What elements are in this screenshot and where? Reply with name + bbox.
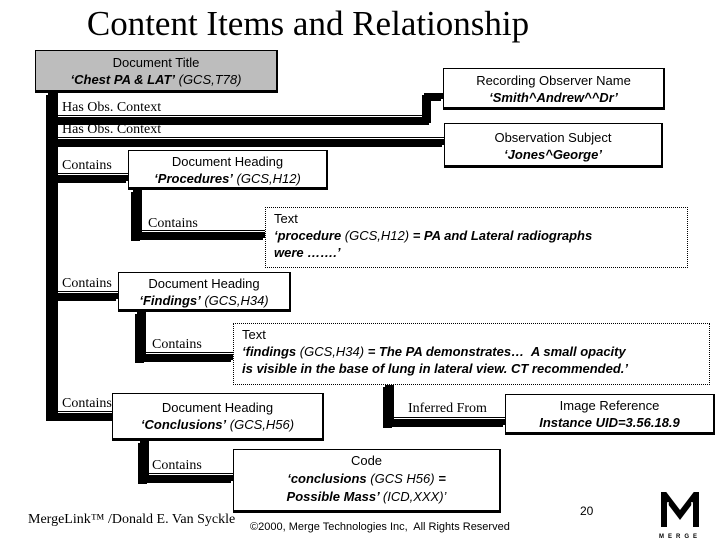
footer-author: MergeLink™ /Donald E. Van Syckle bbox=[28, 512, 236, 527]
page-number: 20 bbox=[580, 504, 594, 518]
riser-conclusions bbox=[140, 441, 149, 482]
connector-contains-1 bbox=[56, 175, 128, 181]
recording-observer-box: Recording Observer Name ‘Smith^Andrew^^D… bbox=[443, 68, 665, 110]
heading-conclusions-box: Document Heading ‘Conclusions’ (GCS,H56) bbox=[112, 393, 324, 441]
relationship-label-contains-4: Contains bbox=[152, 337, 202, 352]
merge-m-icon bbox=[661, 485, 699, 527]
relationship-underline bbox=[394, 417, 505, 418]
connector-contains-6 bbox=[140, 475, 233, 481]
observation-subject-heading: Observation Subject bbox=[494, 130, 612, 145]
riser-inferred-from bbox=[385, 385, 394, 426]
recording-observer-value: ‘Smith^Andrew^^Dr’ bbox=[489, 90, 618, 105]
relationship-label-has-obs-context-1: Has Obs. Context bbox=[62, 100, 162, 115]
image-reference-box: Image Reference Instance UID=3.56.18.9 bbox=[505, 394, 715, 435]
relationship-label-contains-5: Contains bbox=[62, 396, 112, 411]
tree-trunk-line bbox=[48, 93, 58, 419]
observation-subject-box: Observation Subject ‘Jones^George’ bbox=[444, 123, 663, 168]
code-conclusions-box: Code ‘conclusions (GCS H56) = Possible M… bbox=[233, 449, 501, 513]
connector-has-obs-context-1 bbox=[56, 117, 431, 123]
merge-logo-text: MERGE bbox=[658, 534, 701, 540]
heading-findings-heading: Document Heading bbox=[148, 276, 260, 291]
document-title-heading: Document Title bbox=[112, 55, 200, 70]
riser-procedures bbox=[133, 190, 142, 239]
relationship-label-has-obs-context-2: Has Obs. Context bbox=[62, 122, 162, 137]
connector-contains-4 bbox=[137, 354, 233, 360]
connector-contains-3 bbox=[56, 293, 118, 299]
page-title: Content Items and Relationship bbox=[86, 4, 530, 43]
riser-findings bbox=[137, 312, 146, 361]
text-procedure-heading: Text bbox=[274, 211, 298, 226]
text-findings-line2: is visible in the base of lung in latera… bbox=[242, 361, 629, 376]
heading-findings-value: ‘Findings’ (GCS,H34) bbox=[139, 293, 269, 308]
heading-conclusions-value: ‘Conclusions’ (GCS,H56) bbox=[140, 417, 295, 432]
document-title-box: Document Title ‘Chest PA & LAT’ (GCS,T78… bbox=[35, 50, 278, 93]
heading-findings-box: Document Heading ‘Findings’ (GCS,H34) bbox=[118, 272, 291, 312]
merge-logo: MERGE bbox=[656, 485, 704, 540]
code-line2: Possible Mass’ (ICD,XXX)’ bbox=[286, 489, 447, 504]
relationship-label-contains-1: Contains bbox=[62, 158, 112, 173]
text-procedure-line2: were …….’ bbox=[274, 245, 341, 260]
connector-has-obs-context-1-riser bbox=[424, 93, 431, 123]
footer-copyright: ©2000, Merge Technologies Inc, All Right… bbox=[250, 521, 510, 533]
connector-contains-2 bbox=[133, 232, 265, 238]
relationship-underline bbox=[56, 173, 128, 174]
text-procedure-line1: ‘procedure (GCS,H12) = PA and Lateral ra… bbox=[274, 228, 593, 243]
heading-procedures-heading: Document Heading bbox=[171, 154, 284, 169]
heading-conclusions-heading: Document Heading bbox=[161, 400, 274, 415]
observation-subject-value: ‘Jones^George’ bbox=[504, 147, 602, 162]
text-procedure-box: Text ‘procedure (GCS,H12) = PA and Later… bbox=[265, 207, 688, 268]
relationship-label-contains-3: Contains bbox=[62, 276, 112, 291]
code-line1: ‘conclusions (GCS H56) = bbox=[287, 471, 446, 486]
relationship-underline bbox=[56, 115, 424, 116]
relationship-underline bbox=[56, 291, 118, 292]
relationship-underline bbox=[146, 352, 233, 353]
text-findings-line1: ‘findings (GCS,H34) = The PA demonstrate… bbox=[242, 344, 626, 359]
connector-inferred-from bbox=[385, 419, 505, 425]
relationship-label-inferred-from: Inferred From bbox=[408, 401, 487, 416]
recording-observer-heading: Recording Observer Name bbox=[476, 73, 631, 88]
relationship-underline bbox=[56, 411, 112, 412]
heading-procedures-value: ‘Procedures’ (GCS,H12) bbox=[154, 171, 301, 186]
connector-has-obs-context-1-stub bbox=[424, 93, 443, 99]
document-title-value: ‘Chest PA & LAT’ (GCS,T78) bbox=[70, 72, 242, 87]
relationship-underline bbox=[142, 230, 265, 231]
relationship-underline bbox=[56, 137, 444, 138]
connector-has-obs-context-2 bbox=[56, 139, 444, 145]
relationship-label-contains-6: Contains bbox=[152, 458, 202, 473]
connector-contains-5 bbox=[56, 413, 114, 419]
image-reference-value: Instance UID=3.56.18.9 bbox=[539, 415, 680, 430]
text-findings-heading: Text bbox=[242, 327, 266, 342]
relationship-underline bbox=[149, 473, 233, 474]
code-heading: Code bbox=[350, 453, 383, 468]
relationship-label-contains-2: Contains bbox=[148, 216, 198, 231]
image-reference-heading: Image Reference bbox=[559, 398, 660, 413]
heading-procedures-box: Document Heading ‘Procedures’ (GCS,H12) bbox=[128, 150, 328, 190]
text-findings-box: Text ‘findings (GCS,H34) = The PA demons… bbox=[233, 323, 710, 385]
